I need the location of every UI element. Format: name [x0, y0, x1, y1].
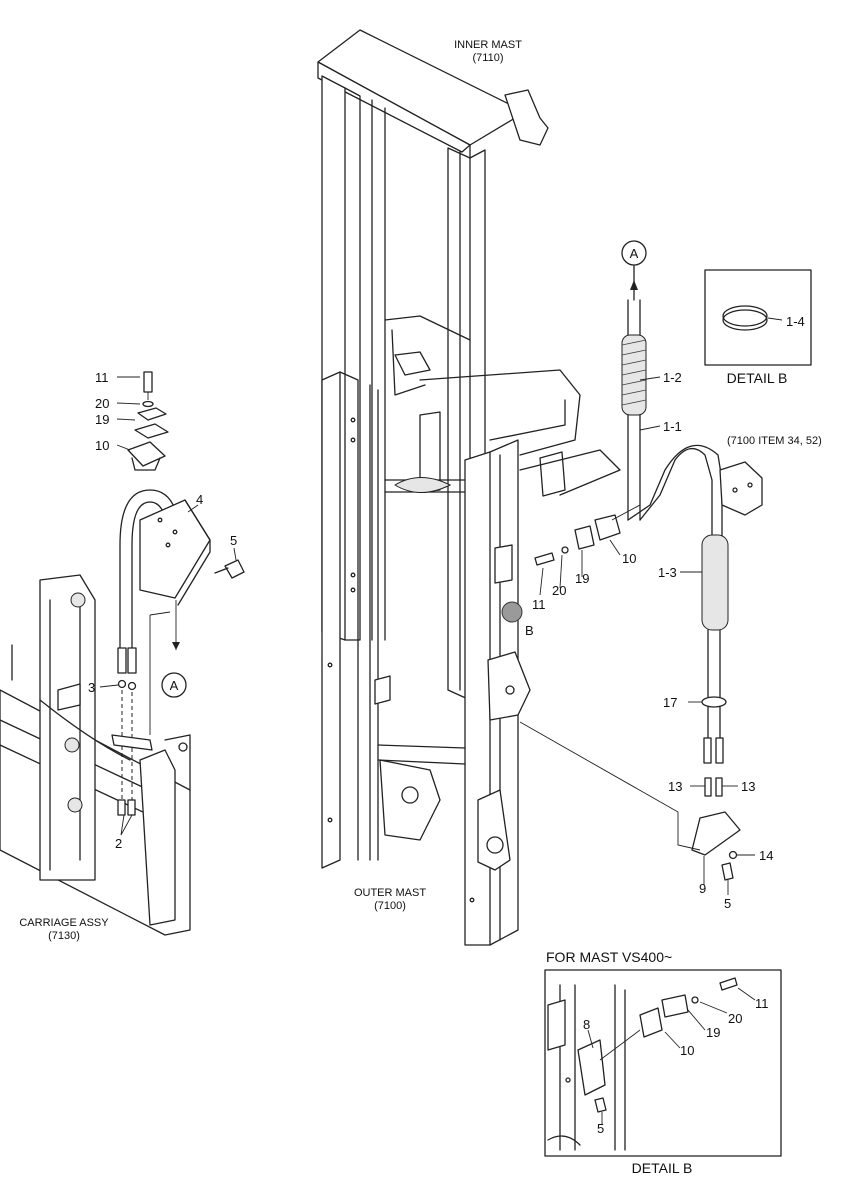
view-b-label: B — [525, 623, 534, 638]
item-ref-label: (7100 ITEM 34, 52) — [727, 435, 822, 447]
part-10-detail: 10 — [680, 1043, 694, 1058]
part-1-2: 1-2 — [663, 370, 682, 385]
detail-b-bottom — [544, 969, 782, 1157]
view-a-top-label: A — [630, 246, 639, 261]
part-10-mid: 10 — [622, 551, 636, 566]
part-19-left: 19 — [95, 412, 109, 427]
for-mast-label: FOR MAST VS400~ — [546, 949, 672, 965]
part-5-detail: 5 — [597, 1121, 604, 1136]
part-4: 4 — [196, 492, 203, 507]
part-10-left: 10 — [95, 438, 109, 453]
part-11-detail: 11 — [755, 996, 769, 1011]
inner-mast — [317, 29, 549, 701]
carriage-label: CARRIAGE ASSY — [19, 917, 109, 929]
detail-b-bottom-frame — [544, 969, 782, 1157]
detail-b-bottom-title: DETAIL B — [632, 1160, 693, 1176]
part-2: 2 — [115, 836, 122, 851]
hose-clamp-ring — [722, 309, 768, 331]
part-20-detail: 20 — [728, 1011, 742, 1026]
part-11-mid: 11 — [532, 597, 546, 612]
part-8: 8 — [583, 1017, 590, 1032]
part-19-detail: 19 — [706, 1025, 720, 1040]
detail-b-top-frame — [704, 269, 812, 366]
part-1-1: 1-1 — [663, 419, 682, 434]
part-17: 17 — [663, 695, 677, 710]
outer-mast — [321, 369, 621, 946]
part-9: 9 — [699, 881, 706, 896]
carriage-assy — [0, 574, 191, 936]
leader-lines — [99, 376, 756, 1125]
view-a-circle — [161, 672, 187, 698]
part-1-3: 1-3 — [658, 565, 677, 580]
part-13-left: 13 — [668, 779, 682, 794]
detail-b-top — [704, 269, 812, 366]
part-14: 14 — [759, 848, 773, 863]
part-11-left: 11 — [95, 370, 109, 385]
view-a-top-circle — [621, 240, 647, 266]
part-5-left: 5 — [230, 533, 237, 548]
inner-mast-label: INNER MAST — [454, 39, 522, 51]
part-19-mid: 19 — [575, 571, 589, 586]
part-3: 3 — [88, 680, 95, 695]
left-hose-assembly — [111, 371, 245, 816]
part-5-right: 5 — [724, 896, 731, 911]
right-hose-assembly — [519, 264, 763, 881]
part-13-right: 13 — [741, 779, 755, 794]
part-20-left: 20 — [95, 396, 109, 411]
part-20-mid: 20 — [552, 583, 566, 598]
carriage-code: (7130) — [48, 930, 80, 942]
outer-mast-label: OUTER MAST — [354, 887, 426, 899]
part-1-4: 1-4 — [786, 314, 805, 329]
inner-mast-code: (7110) — [473, 52, 504, 64]
view-a-label: A — [170, 678, 179, 693]
outer-mast-code: (7100) — [374, 900, 406, 912]
detail-b-top-title: DETAIL B — [727, 370, 788, 386]
